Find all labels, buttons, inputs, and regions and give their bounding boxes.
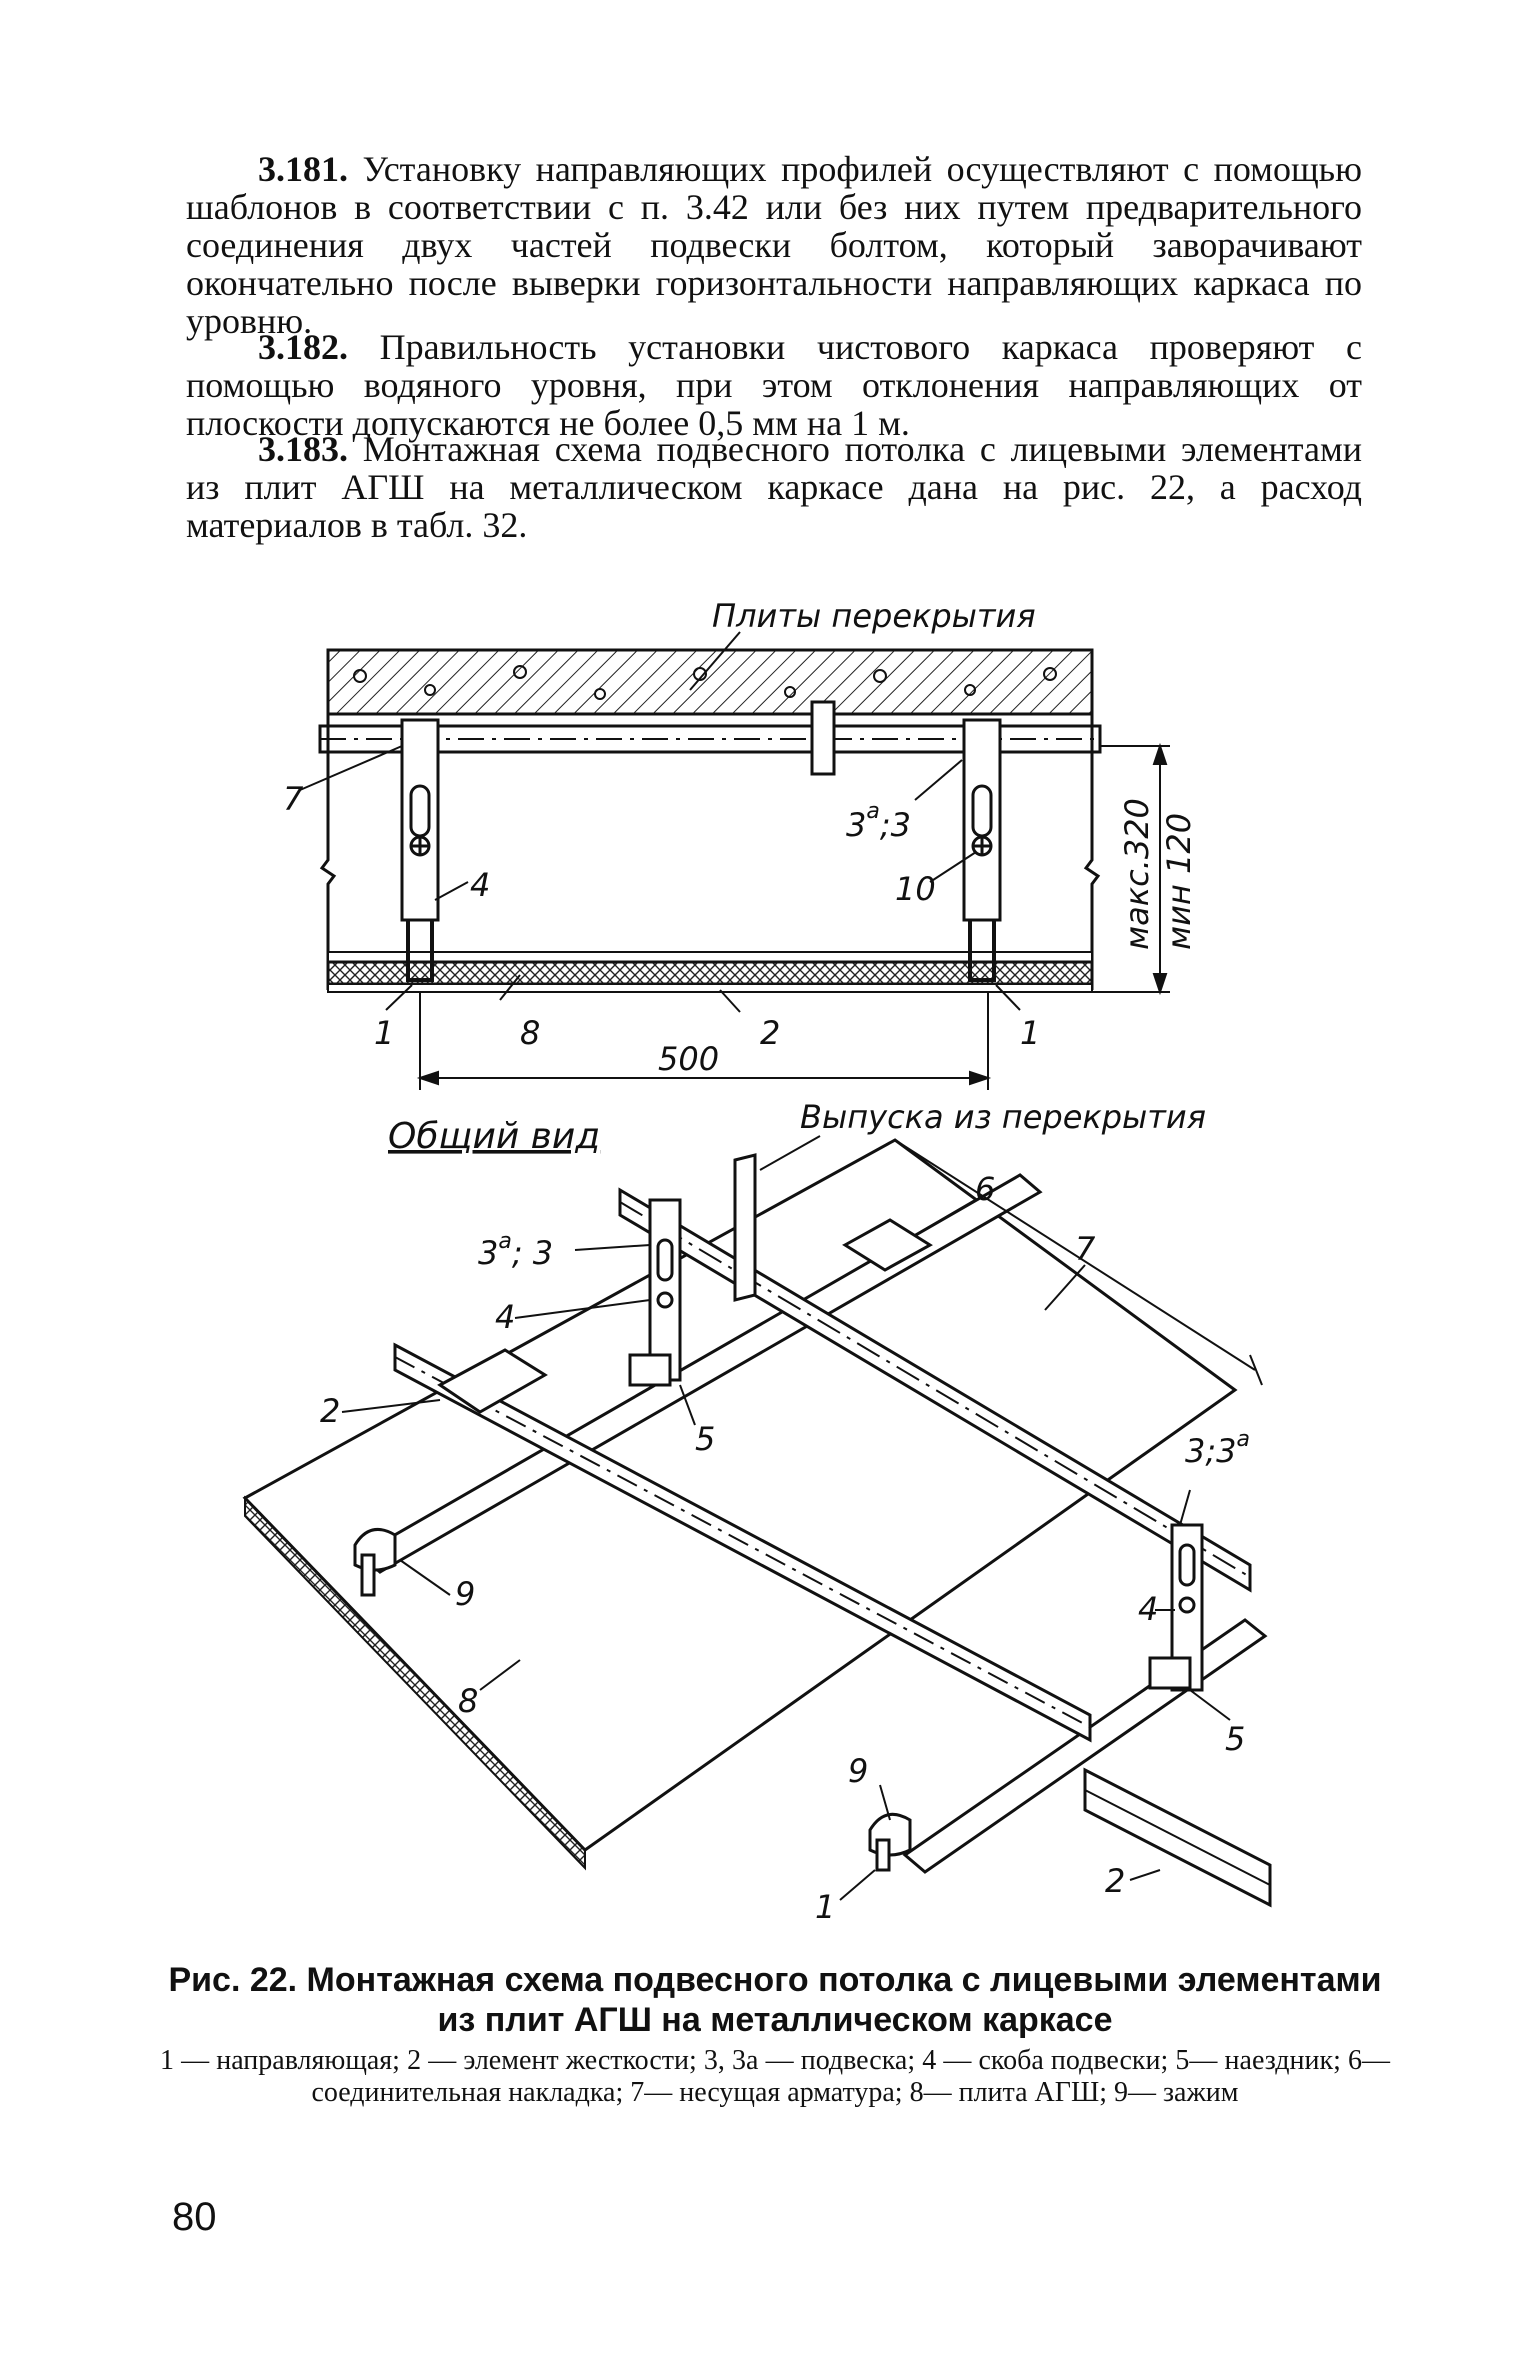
view-label-4-right: 4 <box>1138 1590 1158 1628</box>
view-label-8: 8 <box>458 1682 478 1720</box>
figure-caption-title: Рис. 22. Монтажная схема подвесного пото… <box>168 1961 1382 2039</box>
label-1-right: 1 <box>1020 1014 1040 1052</box>
panel-edge <box>244 1495 586 1871</box>
paragraph-text: Установку направляющих профилей осуществ… <box>186 149 1362 341</box>
section-view: Плиты перекрытия <box>283 597 1198 1090</box>
outlet-label: Выпуска из перекрытия <box>800 1098 1206 1136</box>
figure-22: Плиты перекрытия <box>242 597 1272 1926</box>
view-label-3a-3: 3a; 3 <box>478 1229 553 1272</box>
view-label-1: 1 <box>815 1888 835 1926</box>
slab-outlet-3d <box>733 1153 757 1302</box>
figure-caption-legend: 1 — направляющая; 2 — элемент жесткости;… <box>160 2045 1390 2108</box>
view-label-9-left: 9 <box>455 1575 475 1613</box>
paragraph-3-181: 3.181. Установку направляющих профилей о… <box>186 150 1362 340</box>
dimension-height <box>1092 742 1170 996</box>
clamp-right <box>868 1812 912 1872</box>
view-label-4-left: 4 <box>495 1298 515 1336</box>
view-label-5-right: 5 <box>1225 1720 1245 1758</box>
dimension-diagonal <box>894 1139 1263 1386</box>
joint-plate <box>842 1218 933 1272</box>
floor-slab <box>326 648 1094 716</box>
view-label-3-3a: 3;3a <box>1185 1427 1250 1470</box>
label-1-left: 1 <box>374 1014 394 1052</box>
general-view: Общий вид Выпуска из перекрытия <box>242 1098 1272 1926</box>
stiffener-block <box>437 1348 548 1414</box>
hanger-right-3d <box>1148 1523 1204 1692</box>
view-label-5-left: 5 <box>695 1420 715 1458</box>
paragraph-number: 3.182. <box>258 327 348 367</box>
label-2: 2 <box>760 1014 780 1052</box>
slab-label: Плиты перекрытия <box>712 597 1036 635</box>
guide-profile-left <box>406 920 434 982</box>
slab-outlet <box>810 700 836 776</box>
view-label-7: 7 <box>1075 1230 1096 1268</box>
guide-profile-right <box>968 920 996 982</box>
paragraph-3-182: 3.182. Правильность установки чистового … <box>186 328 1362 442</box>
view-label-2-right: 2 <box>1105 1862 1125 1900</box>
dim-min-label: мин 120 <box>1160 813 1198 950</box>
paragraph-text: Правильность установки чистового каркаса… <box>186 327 1362 443</box>
label-7: 7 <box>283 780 304 818</box>
label-10: 10 <box>895 870 936 908</box>
clamp-left <box>353 1527 397 1597</box>
slab-aggregate <box>353 665 1057 700</box>
dim-500-label: 500 <box>658 1040 719 1078</box>
paragraph-number: 3.181. <box>258 149 348 189</box>
view-label-2-left: 2 <box>320 1392 340 1430</box>
general-view-title: Общий вид <box>388 1116 600 1157</box>
view-label-6: 6 <box>975 1170 995 1208</box>
hanger-left <box>400 718 440 922</box>
dimension-500 <box>416 992 992 1090</box>
view-label-9-right: 9 <box>848 1752 868 1790</box>
label-8: 8 <box>520 1014 540 1052</box>
hanger-left-3d <box>628 1198 682 1387</box>
paragraph-number: 3.183. <box>258 429 348 469</box>
label-3a-3: 3a;3 <box>846 799 911 844</box>
label-4: 4 <box>470 866 490 904</box>
paragraph-text: Монтажная схема подвесного потолка с лиц… <box>186 429 1362 545</box>
hanger-right <box>962 718 1002 922</box>
page-number: 80 <box>172 2195 217 2239</box>
carrier-rod-diagonal <box>618 1187 1252 1593</box>
dim-max-label: макс.320 <box>1118 798 1156 950</box>
paragraph-3-183: 3.183. Монтажная схема подвесного потолк… <box>186 430 1362 544</box>
